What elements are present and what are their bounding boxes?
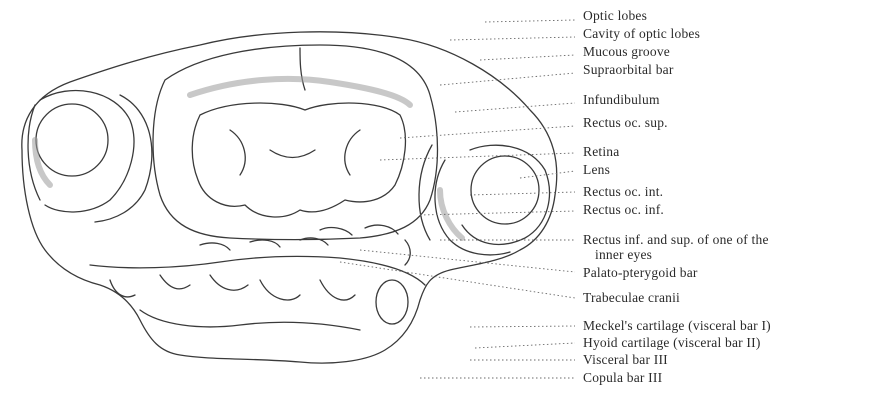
meckels-cartilage-shape <box>376 280 408 324</box>
label-copula-bar-iii: Copula bar III <box>583 370 662 385</box>
label-infundibulum: Infundibulum <box>583 92 660 107</box>
label-lens: Lens <box>583 162 610 177</box>
left-eye-lens <box>36 104 108 176</box>
label-rectus-inf-sup-line1: Rectus inf. and sup. of one of the <box>583 232 769 247</box>
label-rectus-oc-int: Rectus oc. int. <box>583 184 663 199</box>
label-rectus-oc-inf: Rectus oc. inf. <box>583 202 664 217</box>
label-retina: Retina <box>583 144 619 159</box>
label-visceral-bar-iii: Visceral bar III <box>583 352 668 367</box>
cranial-cavity-outline <box>153 45 437 240</box>
label-optic-lobes: Optic lobes <box>583 8 647 23</box>
lower-jaw-outline <box>90 256 425 285</box>
label-palato-pterygoid-bar: Palato-pterygoid bar <box>583 265 698 280</box>
label-rectus-oc-sup: Rectus oc. sup. <box>583 115 668 130</box>
label-cavity-of-optic-lobes: Cavity of optic lobes <box>583 26 700 41</box>
label-rectus-inf-sup-inner-eyes: Rectus inf. and sup. of one of the inner… <box>583 232 769 262</box>
label-hyoid-cartilage: Hyoid cartilage (visceral bar II) <box>583 335 761 350</box>
label-trabeculae-cranii: Trabeculae cranii <box>583 290 680 305</box>
optic-lobe-cavity <box>192 103 405 217</box>
label-rectus-inf-sup-line2: inner eyes <box>583 247 769 262</box>
label-meckels-cartilage: Meckel's cartilage (visceral bar I) <box>583 318 771 333</box>
label-mucous-groove: Mucous groove <box>583 44 670 59</box>
label-supraorbital-bar: Supraorbital bar <box>583 62 674 77</box>
